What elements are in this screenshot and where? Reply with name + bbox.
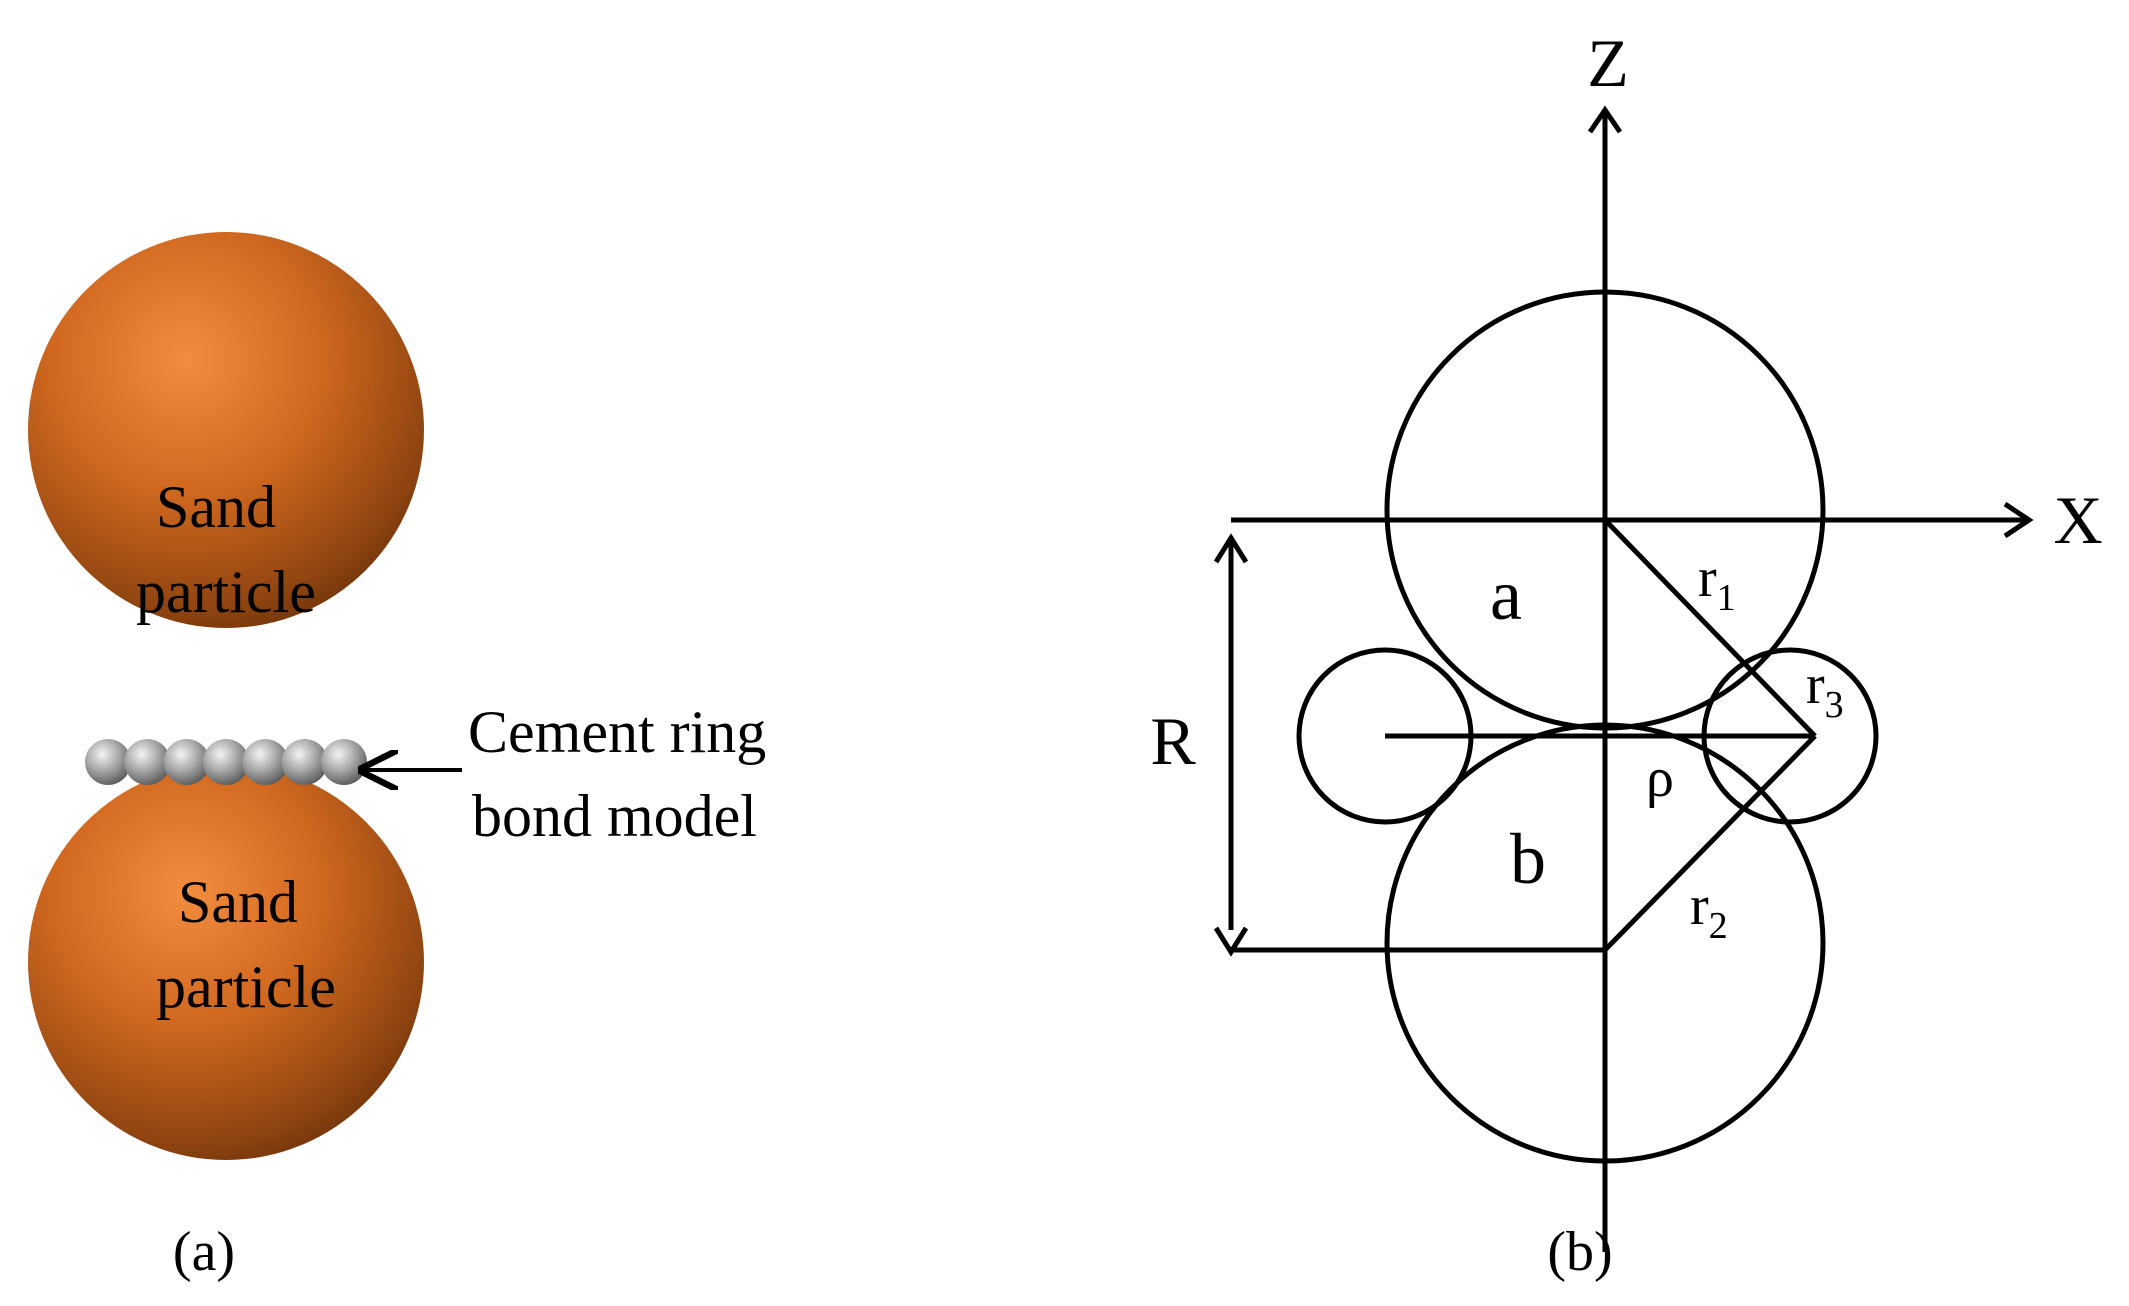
label-r2-sub: 2 xyxy=(1709,905,1728,947)
label-r3-base: r xyxy=(1806,654,1825,716)
bottom-particle-label-line2: particle xyxy=(156,954,336,1020)
label-r3-sub: 3 xyxy=(1825,684,1844,726)
sand-particle-bottom xyxy=(28,764,424,1160)
r2-line xyxy=(1603,734,1817,952)
top-particle-label-line2: particle xyxy=(136,559,316,625)
bond-label-line1: Cement ring xyxy=(468,699,766,765)
cement-bead xyxy=(321,739,367,785)
caption-b: (b) xyxy=(1547,1221,1612,1283)
r-dimension-arrowhead-top xyxy=(1213,533,1249,564)
x-axis-arrowhead xyxy=(2003,501,2034,539)
axis-z-label: Z xyxy=(1587,25,1629,101)
cement-bead xyxy=(85,739,131,785)
label-r2: r2 xyxy=(1690,875,1728,947)
top-particle-label-line1: Sand xyxy=(156,474,276,540)
bond-label-line2: bond model xyxy=(472,783,757,849)
cement-bead xyxy=(163,739,210,785)
label-b: b xyxy=(1510,819,1546,899)
panel-a: Sand particle Sand particle Cement ring … xyxy=(28,232,766,1283)
label-r1-base: r xyxy=(1698,547,1717,609)
circle-b xyxy=(1384,722,1826,1164)
cement-ring xyxy=(85,739,367,785)
label-rho: ρ xyxy=(1646,747,1674,809)
panel-b xyxy=(1213,105,2034,1252)
r-dimension-arrowhead-bottom xyxy=(1213,926,1249,957)
sand-particle-top xyxy=(28,232,424,628)
z-axis-arrowhead xyxy=(1587,105,1623,134)
bottom-particle-label-line1: Sand xyxy=(178,869,298,935)
cement-bead xyxy=(124,739,171,785)
label-a: a xyxy=(1490,555,1522,635)
label-r3: r3 xyxy=(1806,654,1844,726)
label-r1-sub: 1 xyxy=(1717,577,1736,619)
panel-b-labels: Z X R a b ρ r1 r2 r3 (b) xyxy=(1150,25,2102,1283)
cement-bead xyxy=(203,739,249,785)
r1-line xyxy=(1603,518,1817,738)
axis-x-label: X xyxy=(2053,482,2102,558)
circle-a xyxy=(1384,289,1826,731)
cement-bead xyxy=(242,739,289,785)
cement-bead xyxy=(281,739,328,785)
label-R: R xyxy=(1150,703,1196,779)
label-r2-base: r xyxy=(1690,875,1709,937)
caption-a: (a) xyxy=(173,1221,235,1283)
label-r1: r1 xyxy=(1698,547,1736,619)
